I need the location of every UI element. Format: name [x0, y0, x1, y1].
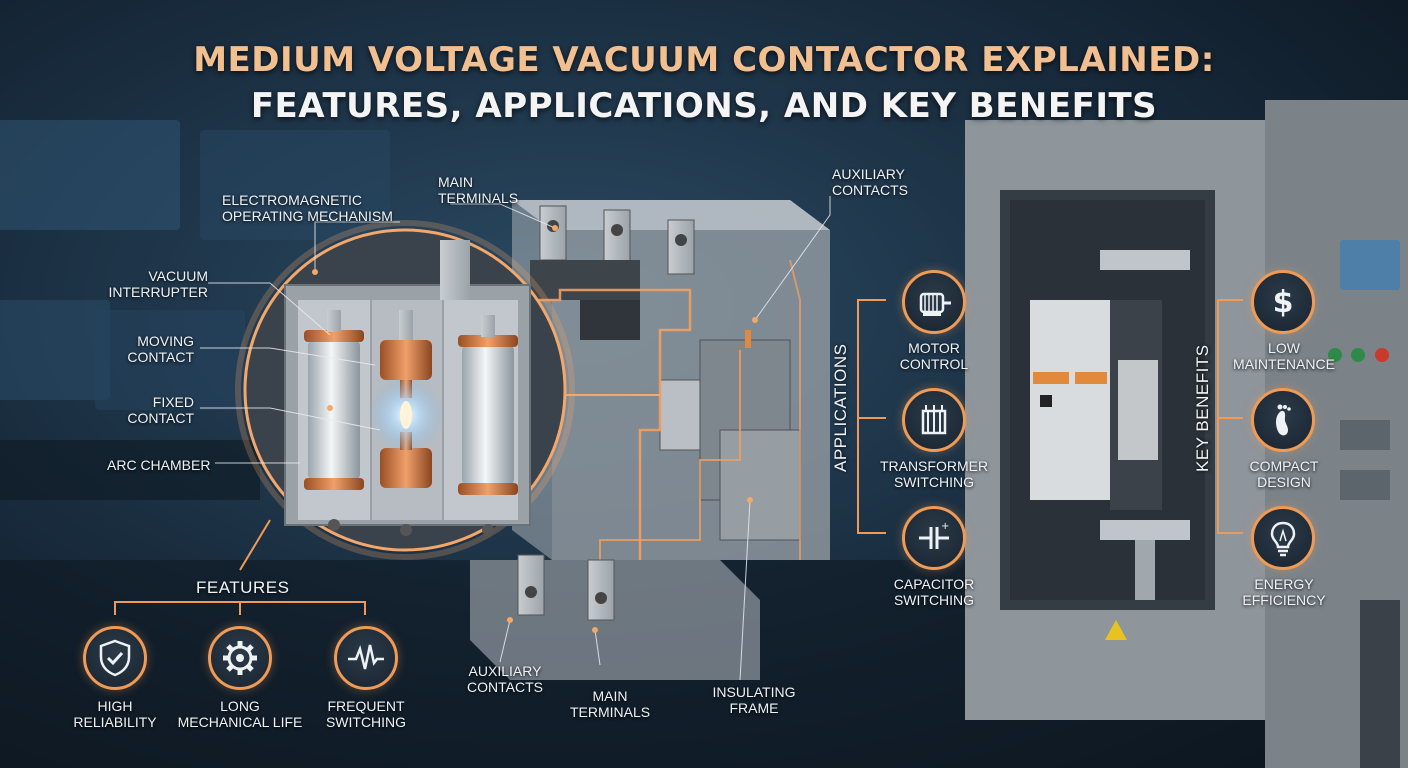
dollar-icon: $	[1251, 270, 1315, 334]
capacitor-icon: +	[902, 506, 966, 570]
applications-heading: APPLICATIONS	[831, 343, 850, 473]
transformer-icon	[902, 388, 966, 452]
svg-text:$: $	[1273, 285, 1294, 320]
waveform-icon	[334, 626, 398, 690]
footprint-icon	[1251, 388, 1315, 452]
title-line-1: MEDIUM VOLTAGE VACUUM CONTACTOR EXPLAINE…	[193, 40, 1215, 80]
motor-icon	[902, 270, 966, 334]
callout-arc-chamber: ARC CHAMBER	[107, 457, 211, 473]
shield-check-icon	[83, 626, 147, 690]
benefits-heading: KEY BENEFITS	[1193, 344, 1212, 472]
title-line-2: FEATURES, APPLICATIONS, AND KEY BENEFITS	[250, 86, 1158, 126]
svg-text:+: +	[941, 521, 949, 532]
lightbulb-icon	[1251, 506, 1315, 570]
gear-icon	[208, 626, 272, 690]
features-heading: FEATURES	[196, 578, 290, 597]
